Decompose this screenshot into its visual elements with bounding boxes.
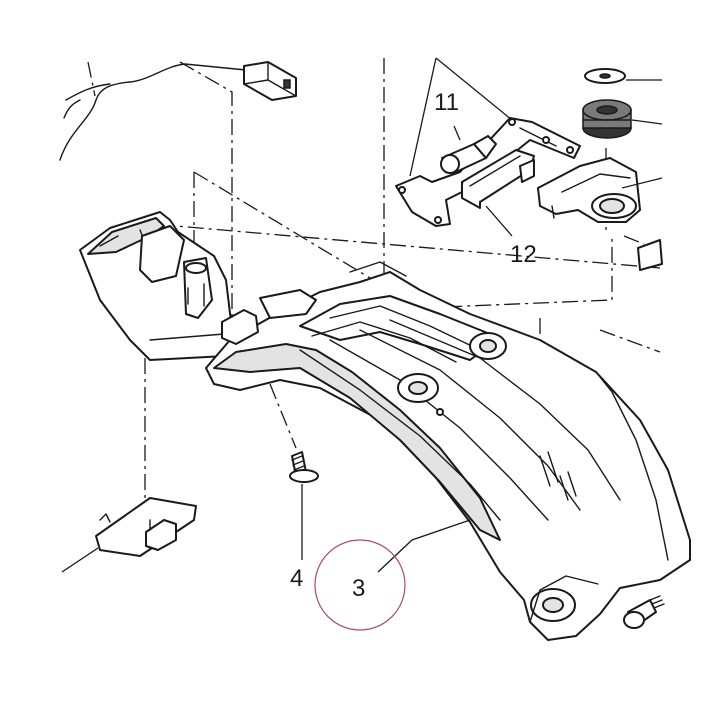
small-block	[637, 239, 663, 271]
callout-11-leader	[453, 125, 461, 141]
callout-11: 11	[434, 89, 459, 116]
callout-3: 3	[352, 575, 365, 602]
mounting-bolt	[623, 595, 665, 629]
callout-leader-top-a	[409, 57, 437, 177]
washer	[584, 68, 626, 84]
cover-plate	[95, 497, 197, 557]
callout-12-leader	[485, 205, 513, 237]
tail-light-housing	[79, 211, 233, 361]
cover-plate-leader	[61, 547, 99, 573]
highlight-circle	[314, 539, 406, 631]
screw	[289, 451, 319, 483]
retaining-clip	[461, 149, 535, 209]
cylindrical-bolt	[440, 135, 497, 174]
rear-subframe	[205, 261, 691, 641]
callout-4: 4	[290, 565, 303, 592]
holder-leader	[621, 177, 663, 189]
callout-12: 12	[510, 241, 537, 268]
wiring-harness	[59, 63, 247, 161]
callout-3-leader	[377, 519, 471, 573]
callout-leader-top-b	[435, 57, 513, 121]
grommet-holder	[537, 157, 641, 223]
electrical-connector	[243, 61, 297, 101]
rubber-grommet	[582, 99, 632, 139]
grommet-leader	[631, 119, 663, 125]
